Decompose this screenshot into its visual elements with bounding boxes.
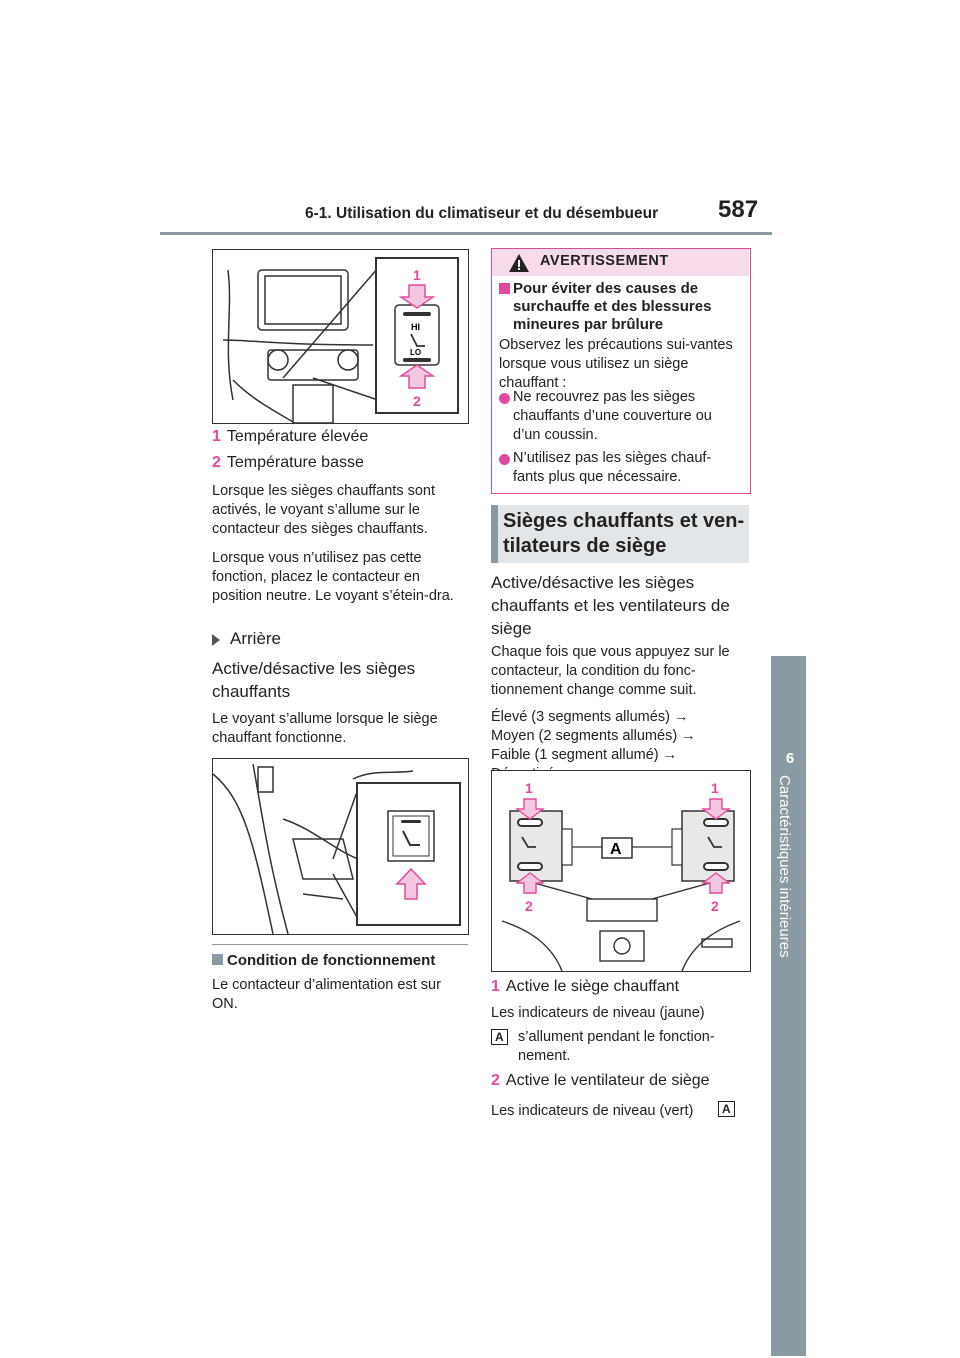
para-heater-active: Lorsque les sièges chauffants sont activ… bbox=[212, 483, 436, 537]
callout-1-right: 1 bbox=[711, 780, 719, 796]
item2-note: Les indicateurs de niveau (vert) bbox=[491, 1103, 694, 1119]
down-arrow-icon bbox=[700, 872, 732, 894]
up-arrow-icon bbox=[514, 798, 546, 820]
warning-heading: Pour éviter des causes de surchauffe et … bbox=[513, 280, 712, 333]
rear-label: Arrière bbox=[212, 629, 281, 649]
warning-title: AVERTISSEMENT bbox=[540, 253, 669, 269]
intro-para: Chaque fois que vous appuyez sur le cont… bbox=[491, 644, 730, 698]
callout-1: 1 bbox=[413, 267, 421, 283]
warning-bullet-1: Ne recouvrez pas les sièges chauffants d… bbox=[513, 389, 712, 443]
section-band bbox=[491, 505, 749, 563]
warning-heading-bullet bbox=[499, 281, 514, 299]
down-arrow-icon bbox=[514, 872, 546, 894]
callout-2: 2 bbox=[413, 393, 421, 409]
down-arrow-icon bbox=[398, 364, 436, 389]
intro-heading: Active/désactive les sièges chauffants e… bbox=[491, 573, 730, 638]
callout-2-right: 2 bbox=[711, 898, 719, 914]
rear-text: Le voyant s’allume lorsque le siège chau… bbox=[212, 711, 438, 746]
circle-bullet-icon bbox=[499, 393, 510, 404]
bullet-2 bbox=[499, 452, 510, 470]
header-rule bbox=[160, 232, 772, 235]
label-a-box: A bbox=[491, 1028, 508, 1046]
chapter-number: 6 bbox=[785, 750, 795, 767]
circle-bullet-icon bbox=[499, 454, 510, 465]
page-number: 587 bbox=[718, 196, 759, 223]
item1-note-b: s’allument pendant le fonction-nement. bbox=[518, 1029, 715, 1064]
section-header: 6-1. Utilisation du climatiseur et du dé… bbox=[305, 205, 659, 222]
label-a: A bbox=[610, 841, 622, 858]
up-arrow-icon bbox=[700, 798, 732, 820]
chapter-side-tab bbox=[771, 656, 806, 1356]
item1-note-a: Les indicateurs de niveau (jaune) bbox=[491, 1005, 705, 1021]
callout-1-left: 1 bbox=[525, 780, 533, 796]
lo-label: LO bbox=[410, 348, 421, 357]
front-dashboard-illustration: HI LO 1 2 bbox=[222, 257, 459, 424]
up-arrow-icon bbox=[398, 284, 436, 309]
rear-seat-heater-figure bbox=[212, 758, 469, 935]
front-seat-heater-figure: HI LO 1 2 bbox=[212, 249, 469, 424]
seat-heater-ventilator-figure: A 1 1 2 2 bbox=[491, 770, 751, 972]
warning-triangle-icon bbox=[509, 254, 529, 272]
section-title: Sièges chauffants et ven-tilateurs de si… bbox=[503, 510, 745, 557]
condition-text: Le contacteur d’alimentation est sur ON. bbox=[212, 977, 441, 1012]
seat-switch-panel-illustration: A 1 1 2 2 bbox=[501, 780, 741, 972]
separator-rule bbox=[212, 944, 468, 945]
up-arrow-icon bbox=[395, 867, 427, 900]
play-arrow-icon bbox=[212, 633, 220, 646]
square-bullet-icon bbox=[212, 954, 223, 965]
rear-console-illustration bbox=[212, 763, 461, 935]
rear-heading: Active/désactive les sièges chauffants bbox=[212, 659, 416, 701]
warning-header bbox=[492, 249, 749, 276]
warning-box bbox=[491, 248, 751, 494]
label-a-box: A bbox=[718, 1100, 735, 1118]
chapter-label: Caractéristiques intérieures bbox=[776, 775, 793, 958]
warning-intro: Observez les précautions sui-vantes lors… bbox=[499, 337, 733, 391]
hi-label: HI bbox=[411, 322, 420, 332]
square-bullet-icon bbox=[499, 283, 510, 294]
callout-2-left: 2 bbox=[525, 898, 533, 914]
para-neutral-position: Lorsque vous n’utilisez pas cette foncti… bbox=[212, 550, 454, 604]
warning-bullet-2: N’utilisez pas les sièges chauf-fants pl… bbox=[513, 450, 712, 485]
bullet-1 bbox=[499, 391, 510, 409]
condition-heading: Condition de fonctionnement bbox=[212, 952, 435, 969]
